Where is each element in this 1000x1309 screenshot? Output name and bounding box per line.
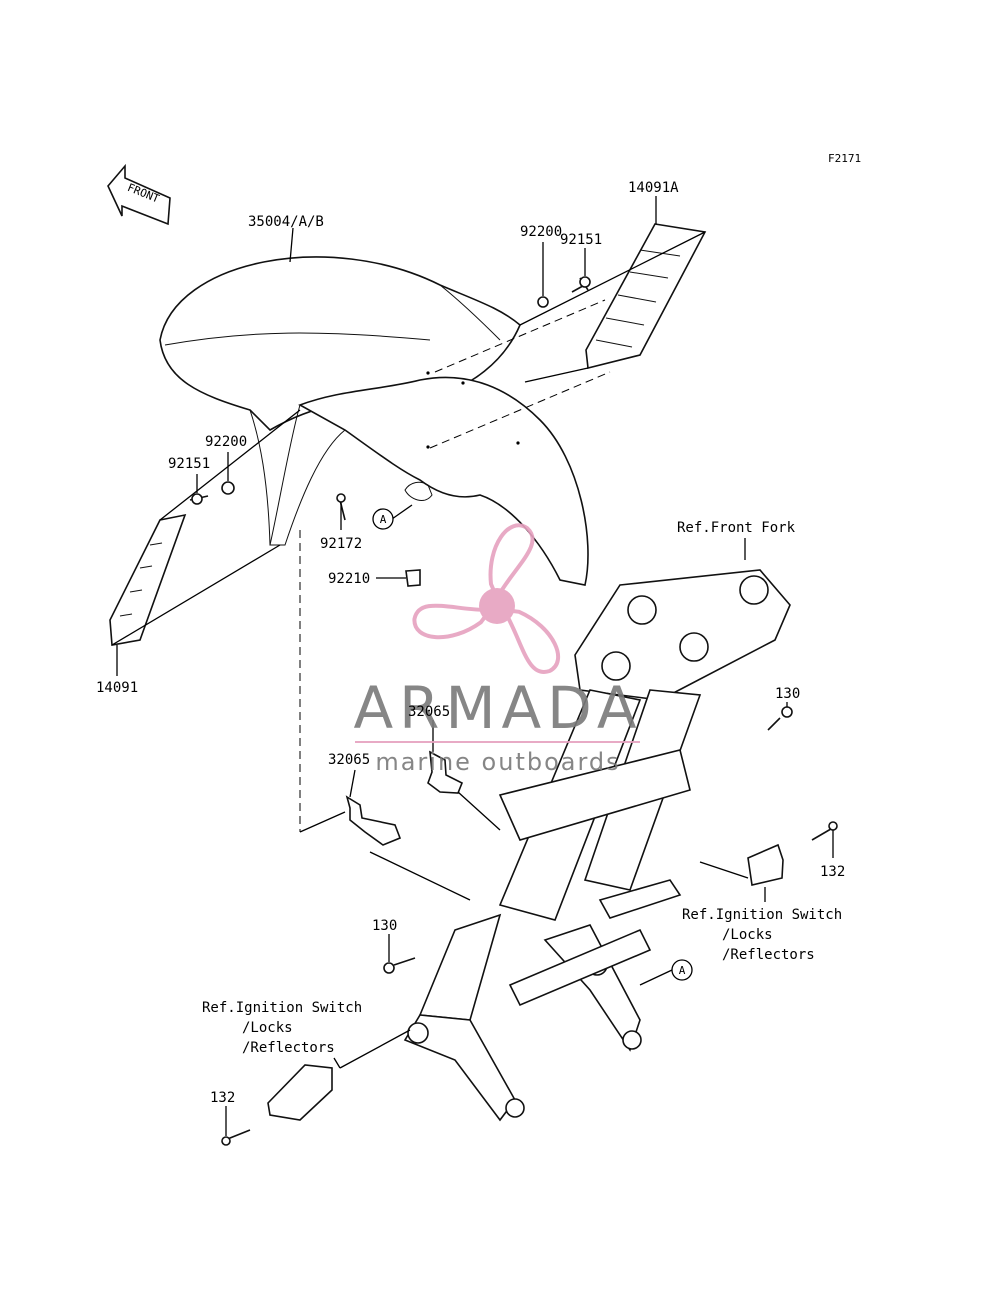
label-ref-ignition-left: Ref.Ignition Switch /Locks /Reflectors xyxy=(202,1000,362,1056)
label-washer-left: 92200 xyxy=(205,434,247,450)
label-washer-right: 92200 xyxy=(520,224,562,240)
front-arrow-icon: FRONT xyxy=(107,163,171,226)
label-cover-left: 14091 xyxy=(96,680,138,696)
armada-logo: ARMADA marine outboards xyxy=(353,523,642,776)
ref-ignition-right-line-1: Ref.Ignition Switch xyxy=(682,907,842,923)
ref-ignition-left-line-1: Ref.Ignition Switch xyxy=(202,1000,362,1016)
figure-code: F2171 xyxy=(828,152,861,165)
callout-a-upper-label: A xyxy=(380,513,387,526)
bracket-drawings xyxy=(345,750,464,846)
propeller-blade xyxy=(412,603,495,640)
label-bolt-130-left: 130 xyxy=(372,918,397,934)
cover-right-drawing xyxy=(585,223,707,369)
ignition-bracket-drawings xyxy=(267,843,784,1121)
label-cover-right: 14091A xyxy=(628,180,679,196)
cover-left-drawing xyxy=(109,513,187,646)
propeller-hub xyxy=(479,588,515,624)
label-nut-92210: 92210 xyxy=(328,571,370,587)
leader-lines xyxy=(111,196,834,1136)
label-screw-left: 92151 xyxy=(168,456,210,472)
callout-a-lower: A xyxy=(671,959,693,981)
label-bolt-132-right: 132 xyxy=(820,864,845,880)
label-bracket-upper: 32065 xyxy=(408,704,450,720)
propeller-blade xyxy=(488,523,535,603)
label-bolt-92172: 92172 xyxy=(320,536,362,552)
front-fork-drawing xyxy=(403,569,791,1122)
callout-a-upper: A xyxy=(372,508,394,530)
watermark-brand: ARMADA xyxy=(353,674,642,742)
propeller-blade xyxy=(500,607,561,674)
hardware-drawings xyxy=(189,276,838,1146)
ref-ignition-left-line-2: /Locks xyxy=(242,1020,293,1036)
label-screw-right: 92151 xyxy=(560,232,602,248)
watermark-tagline: marine outboards xyxy=(375,748,620,776)
label-bolt-130-right: 130 xyxy=(775,686,800,702)
label-bolt-132-left: 132 xyxy=(210,1090,235,1106)
ref-ignition-right-line-2: /Locks xyxy=(722,927,773,943)
ref-ignition-right-line-3: /Reflectors xyxy=(722,947,815,963)
label-ref-front-fork: Ref.Front Fork xyxy=(677,520,796,536)
label-bracket-lower: 32065 xyxy=(328,752,370,768)
propeller-icon xyxy=(412,523,561,674)
callout-a-lower-label: A xyxy=(679,964,686,977)
label-ref-ignition-right: Ref.Ignition Switch /Locks /Reflectors xyxy=(682,907,842,963)
front-fender-drawing xyxy=(159,256,589,586)
ref-ignition-left-line-3: /Reflectors xyxy=(242,1040,335,1056)
label-fender: 35004/A/B xyxy=(248,214,324,230)
